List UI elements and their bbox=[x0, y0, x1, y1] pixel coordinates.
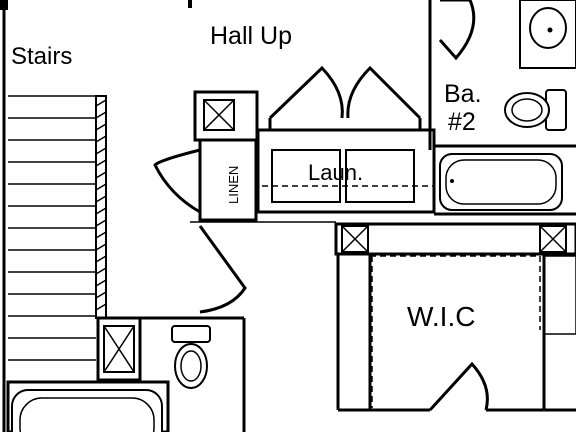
labels: Hall Up Stairs Ba. #2 Laun. LINEN W.I.C bbox=[11, 22, 482, 332]
dryer bbox=[345, 149, 415, 203]
label-bath: Ba. bbox=[444, 80, 482, 108]
label-linen: LINEN bbox=[226, 166, 241, 204]
linen-closet bbox=[198, 138, 258, 222]
label-stairs: Stairs bbox=[11, 43, 72, 70]
stair-treads bbox=[8, 95, 96, 361]
door-hall-top-right bbox=[438, 0, 476, 61]
fixtures bbox=[11, 0, 576, 432]
bath-lower-wall bbox=[6, 380, 170, 432]
vent-lower-left bbox=[103, 325, 135, 373]
bath-sink bbox=[529, 7, 567, 49]
lower-tub bbox=[11, 389, 163, 432]
vent-closet-left bbox=[341, 225, 369, 253]
label-laundry: Laun. bbox=[308, 160, 363, 185]
wall-top-mid bbox=[188, 0, 192, 8]
bath-toilet bbox=[504, 89, 567, 131]
vent-closet-right bbox=[539, 225, 567, 253]
door-lower-hall bbox=[198, 225, 247, 314]
closet-shelf bbox=[543, 255, 576, 335]
lower-toilet bbox=[171, 325, 211, 389]
washer bbox=[271, 149, 341, 203]
door-laundry-right bbox=[346, 65, 422, 120]
linen-lower bbox=[96, 316, 142, 382]
vent-top bbox=[203, 99, 235, 131]
label-hall: Hall Up bbox=[210, 22, 292, 50]
stair-rail-hatch bbox=[95, 99, 107, 311]
bath-tub bbox=[439, 153, 563, 211]
door-closet bbox=[428, 361, 489, 412]
door-laundry-left bbox=[268, 65, 344, 120]
label-bath-number: #2 bbox=[448, 108, 476, 136]
closet-top bbox=[334, 222, 576, 256]
label-closet: W.I.C bbox=[407, 301, 475, 332]
laundry-room bbox=[256, 128, 436, 214]
doors bbox=[153, 0, 489, 412]
door-linen bbox=[153, 148, 201, 214]
